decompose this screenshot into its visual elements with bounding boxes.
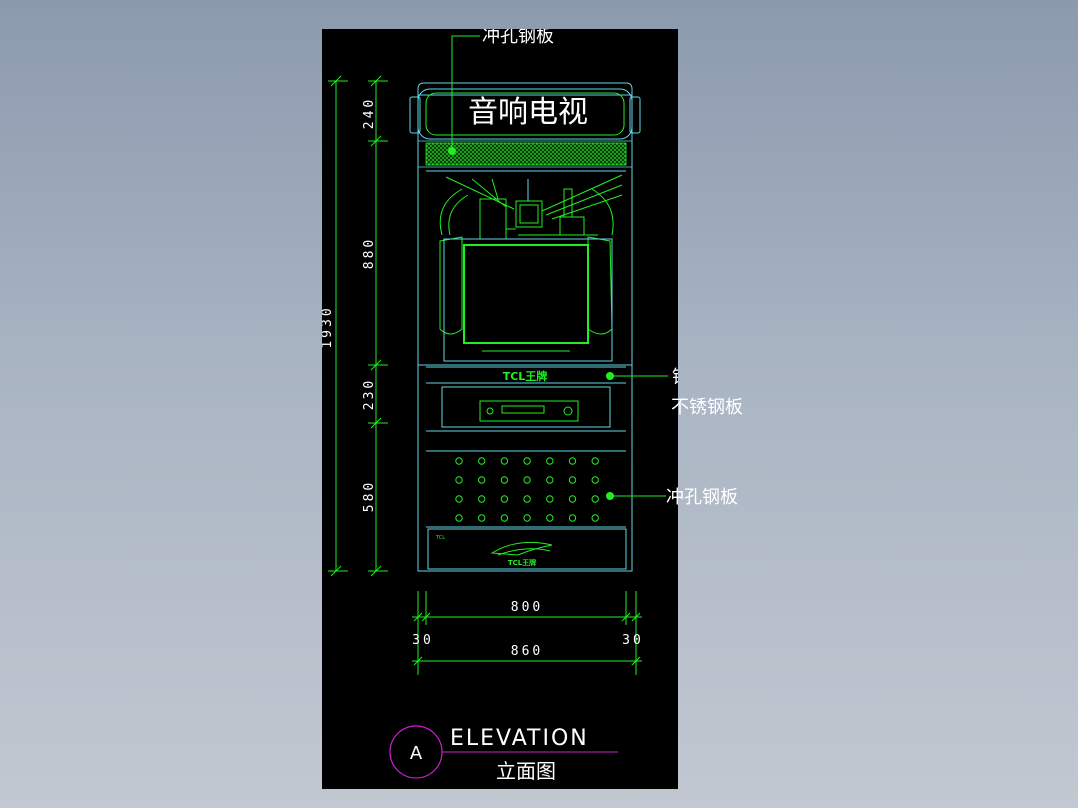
perforation-hole	[478, 476, 486, 484]
cabinet-cap	[417, 82, 633, 96]
dim-shelf-height: 230	[362, 378, 377, 410]
perforation-hole	[546, 514, 554, 522]
mesh-band	[425, 142, 627, 166]
base-small-brand: TCL	[435, 535, 445, 541]
perforation-hole	[523, 514, 531, 522]
tv-screen	[463, 244, 589, 344]
perforation-hole	[568, 495, 577, 503]
tv-body	[443, 238, 613, 362]
perforation-hole	[500, 514, 509, 522]
dim-overall-height: 1930	[322, 305, 335, 348]
perforation-hole	[523, 495, 531, 503]
perforation-hole	[546, 476, 554, 484]
perforation-hole	[500, 476, 509, 484]
perforation-hole	[568, 457, 577, 465]
tv-curtain-left	[439, 236, 463, 335]
upper-stage	[426, 170, 626, 240]
title-subtitle: 立面图	[496, 759, 556, 783]
callout-lower: 冲孔钢板	[666, 487, 738, 508]
perforation-hole	[568, 514, 577, 522]
perforation-hole	[478, 495, 486, 503]
callout-middle-line1: 镜面	[672, 367, 678, 388]
sign-bracket-left	[409, 96, 421, 134]
base-panel: TCL TCL王牌	[427, 528, 627, 570]
dimension-labels: 1930 240 880 230 580 800 30 30 860	[322, 97, 644, 659]
dim-inner-width: 800	[511, 600, 543, 615]
title-block: A ELEVATION 立面图	[389, 725, 618, 783]
title-text: ELEVATION	[450, 726, 589, 751]
perforation-hole	[523, 476, 531, 484]
perforation-hole	[546, 457, 554, 465]
dim-sign-height: 240	[362, 97, 377, 129]
perforation-hole	[478, 457, 486, 465]
perforation-hole	[500, 495, 509, 503]
tv-set	[418, 236, 632, 366]
dim-base-height: 580	[362, 480, 377, 512]
perforation-hole	[591, 457, 599, 465]
sign-bracket-right	[629, 96, 641, 134]
dim-right-border: 30	[622, 633, 644, 648]
vcr-recess	[441, 386, 611, 428]
sign-box-inner	[425, 92, 625, 136]
tv-brand: TCL王牌	[503, 369, 548, 383]
callout-middle-line2: 不锈钢板	[671, 397, 743, 418]
perforation-hole	[500, 457, 509, 465]
dim-tv-height: 880	[362, 237, 377, 269]
base-brand: TCL王牌	[508, 558, 536, 567]
dim-overall-width: 860	[511, 644, 543, 659]
perforation-hole	[455, 476, 463, 484]
cabinet: 音响电视	[409, 82, 641, 572]
callout-top: 冲孔钢板	[482, 29, 554, 47]
callouts: 冲孔钢板 镜面	[448, 29, 678, 500]
perforation-hole	[455, 514, 463, 522]
shelf: TCL王牌	[426, 366, 626, 432]
perforation-hole	[478, 514, 486, 522]
sign-box-outer	[417, 88, 633, 140]
perforation-hole	[591, 476, 599, 484]
perforation-hole	[591, 514, 599, 522]
perforation-hole	[591, 495, 599, 503]
perforation-hole	[455, 495, 463, 503]
dim-left-border: 30	[412, 633, 434, 648]
dimension-lines	[328, 75, 642, 675]
perforated-panel	[426, 450, 626, 528]
vcr-player	[479, 400, 579, 422]
title-marker: A	[410, 743, 423, 764]
perforation-hole	[455, 457, 463, 465]
perforation-hole	[568, 476, 577, 484]
cabinet-body	[417, 94, 633, 572]
sign-text: 音响电视	[468, 95, 588, 130]
drawing-sheet: 音响电视	[322, 29, 678, 789]
tv-curtain-right	[587, 236, 613, 335]
perforation-hole	[546, 495, 554, 503]
perforation-hole	[523, 457, 531, 465]
elevation-drawing: 音响电视	[322, 29, 678, 783]
